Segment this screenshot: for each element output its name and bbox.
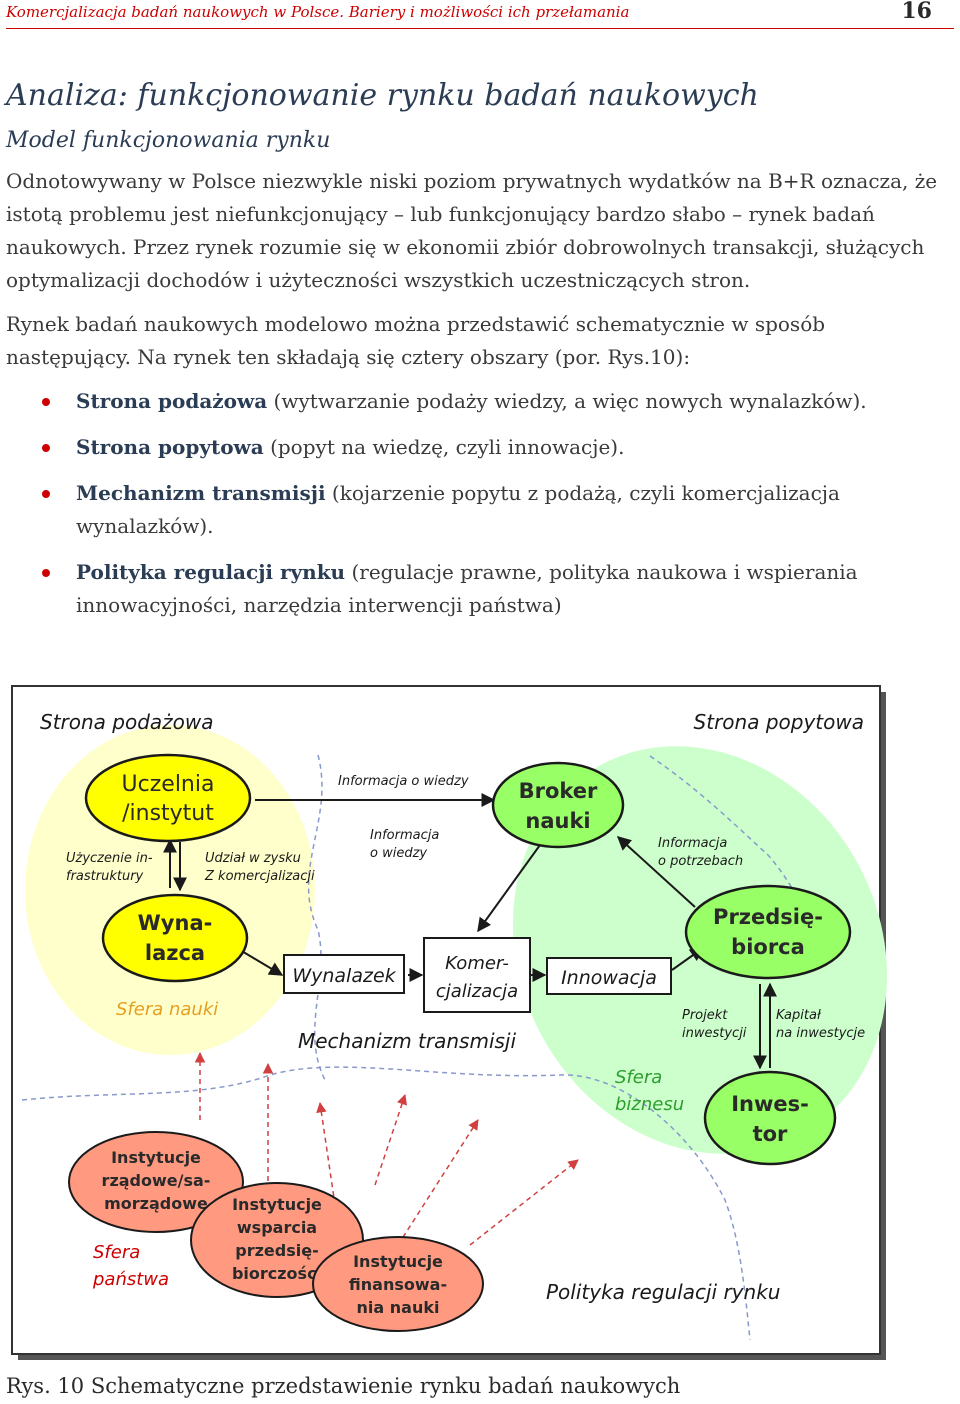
list-item-term: Strona popytowa bbox=[76, 435, 264, 459]
node-inst-wsparcia-line4: biorczości bbox=[232, 1264, 322, 1283]
node-inst-finansowania-line2: finansowa- bbox=[349, 1275, 447, 1294]
node-inst-wsparcia-line3: przedsię- bbox=[235, 1241, 318, 1260]
node-uczelnia-line2: /instytut bbox=[122, 801, 214, 826]
list-item-desc: (popyt na wiedzę, czyli innowacje). bbox=[263, 435, 625, 459]
list-item-desc: (regulacje prawne, polityka naukowa i ws… bbox=[76, 560, 858, 617]
box-komercjalizacja-line1: Komer- bbox=[445, 953, 509, 974]
box-komercjalizacja-line2: cjalizacja bbox=[436, 981, 518, 1002]
box-wynalazek-label: Wynalazek bbox=[292, 965, 396, 987]
label-projekt-line1: Projekt bbox=[682, 1008, 728, 1023]
policy-arrow bbox=[469, 1159, 579, 1246]
node-uczelnia-line1: Uczelnia bbox=[122, 772, 215, 797]
bullet-icon bbox=[42, 444, 50, 452]
list-item: Mechanizm transmisji (kojarzenie popytu … bbox=[6, 477, 941, 543]
label-sfera-panstwa-line1: Sfera bbox=[93, 1242, 140, 1263]
box-innowacja bbox=[546, 957, 672, 995]
node-inst-rzadowe-line3: morządowe bbox=[104, 1194, 208, 1213]
label-sfera-nauki: Sfera nauki bbox=[116, 999, 218, 1020]
node-inwestor-line2: tor bbox=[753, 1122, 788, 1146]
box-wynalazek bbox=[283, 954, 405, 994]
policy-arrow bbox=[374, 1094, 407, 1186]
label-udzial-line2: Z komercjalizacji bbox=[204, 869, 315, 884]
label-uzycie-line2: frastruktury bbox=[66, 869, 144, 884]
label-sfera-biznesu-line2: biznesu bbox=[615, 1094, 684, 1115]
box-innowacja-label: Innowacja bbox=[561, 967, 657, 989]
bullet-icon bbox=[42, 569, 50, 577]
label-kapital-line2: na inwestycje bbox=[776, 1026, 865, 1041]
arrow-innowacja-przedsiebiorca bbox=[671, 947, 705, 971]
node-wynalazca-line1: Wyna- bbox=[138, 911, 213, 935]
list-item-term: Mechanizm transmisji bbox=[76, 481, 326, 505]
label-info-wiedzy-mid-line2: o wiedzy bbox=[370, 846, 427, 861]
label-info-potrzebach-line2: o potrzebach bbox=[658, 854, 743, 869]
node-przedsiebiorca-line1: Przedsię- bbox=[713, 905, 823, 929]
frame-shadow bbox=[18, 692, 886, 1360]
running-title: Komercjalizacja badań naukowych w Polsce… bbox=[6, 3, 630, 21]
list-item-desc: (kojarzenie popytu z podażą, czyli komer… bbox=[76, 481, 840, 538]
node-inwestor-line1: Inwes- bbox=[731, 1092, 809, 1116]
area-list: Strona podażowa (wytwarzanie podaży wied… bbox=[6, 385, 941, 635]
node-inst-finansowania-line1: Instytucje bbox=[353, 1252, 443, 1271]
node-uczelnia bbox=[84, 753, 252, 843]
label-mechanizm-transmisji: Mechanizm transmisji bbox=[298, 1029, 516, 1053]
node-inst-rzadowe-line2: rządowe/sa- bbox=[102, 1171, 211, 1190]
paragraph-2: Rynek badań naukowych modelowo można prz… bbox=[6, 312, 826, 369]
boundary-right bbox=[649, 755, 813, 931]
node-inst-wsparcia-line2: wsparcia bbox=[237, 1218, 317, 1237]
arrow-wynalazca-wynalazek bbox=[239, 949, 284, 976]
node-inwestor bbox=[703, 1070, 837, 1166]
list-item: Strona podażowa (wytwarzanie podaży wied… bbox=[6, 385, 941, 418]
list-item: Strona popytowa (popyt na wiedzę, czyli … bbox=[6, 431, 941, 464]
bullet-icon bbox=[42, 490, 50, 498]
label-info-wiedzy-top: Informacja o wiedzy bbox=[338, 774, 469, 789]
node-inst-wsparcia-line1: Instytucje bbox=[232, 1195, 322, 1214]
supply-side-label: Strona podażowa bbox=[40, 710, 214, 734]
label-sfera-biznesu-line1: Sfera bbox=[615, 1067, 662, 1088]
page-number: 16 bbox=[901, 0, 932, 24]
section-heading: Analiza: funkcjonowanie rynku badań nauk… bbox=[6, 78, 759, 113]
node-inst-wsparcia bbox=[190, 1182, 364, 1298]
node-inst-finansowania bbox=[312, 1236, 484, 1332]
label-uzycie-line1: Użyczenie in- bbox=[66, 851, 153, 866]
node-przedsiebiorca bbox=[684, 884, 852, 980]
box-komercjalizacja bbox=[423, 937, 531, 1013]
label-info-wiedzy-mid-line1: Informacja bbox=[370, 828, 439, 843]
sphere-science-area bbox=[25, 725, 315, 1055]
label-sfera-panstwa-line2: państwa bbox=[92, 1269, 169, 1290]
running-header: Komercjalizacja badań naukowych w Polsce… bbox=[6, 0, 954, 29]
paragraph-1: Odnotowywany w Polsce niezwykle niski po… bbox=[6, 169, 938, 292]
diagram-frame bbox=[11, 685, 881, 1355]
list-item: Polityka regulacji rynku (regulacje praw… bbox=[6, 556, 941, 622]
policy-arrow bbox=[316, 1101, 336, 1206]
bullet-icon bbox=[42, 398, 50, 406]
node-inst-rzadowe-line1: Instytucje bbox=[111, 1148, 201, 1167]
node-inst-rzadowe bbox=[68, 1131, 244, 1233]
node-wynalazca-line2: lazca bbox=[145, 941, 205, 965]
sphere-business-area bbox=[512, 746, 888, 1154]
node-inst-finansowania-line3: nia nauki bbox=[357, 1298, 440, 1317]
label-projekt-line2: inwestycji bbox=[682, 1026, 747, 1041]
boundary-bottom bbox=[21, 1066, 751, 1341]
boundary-left bbox=[307, 754, 326, 1081]
node-przedsiebiorca-line2: biorca bbox=[731, 935, 805, 959]
label-udzial-line1: Udział w zysku bbox=[205, 851, 301, 866]
section-subheading: Model funkcjonowania rynku bbox=[6, 128, 331, 153]
policy-arrow bbox=[397, 1119, 479, 1246]
arrow-broker-komercjalizacja bbox=[477, 844, 541, 933]
list-item-term: Polityka regulacji rynku bbox=[76, 560, 346, 584]
list-item-desc: (wytwarzanie podaży wiedzy, a więc nowyc… bbox=[267, 389, 867, 413]
node-broker-line2: nauki bbox=[525, 809, 590, 833]
list-item-term: Strona podażowa bbox=[76, 389, 268, 413]
label-info-potrzebach-line1: Informacja bbox=[658, 836, 727, 851]
arrow-przedsiebiorca-broker bbox=[616, 836, 696, 908]
node-broker-line1: Broker bbox=[519, 779, 598, 803]
demand-side-label: Strona popytowa bbox=[694, 710, 864, 734]
figure-caption: Rys. 10 Schematyczne przedstawienie rynk… bbox=[6, 1374, 681, 1398]
label-kapital-line1: Kapitał bbox=[776, 1008, 822, 1023]
label-polityka-regulacji: Polityka regulacji rynku bbox=[546, 1280, 780, 1304]
node-broker bbox=[491, 761, 625, 849]
node-wynalazca bbox=[101, 893, 249, 983]
